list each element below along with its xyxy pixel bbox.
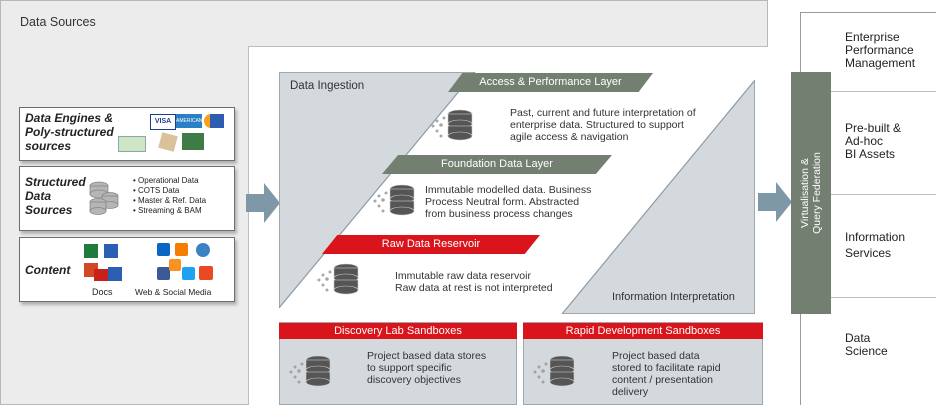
data-ingestion-title: Data Ingestion [290,80,365,92]
foundation-layer-banner: Foundation Data Layer [382,155,612,174]
data-engines-line-1: Data Engines & [25,111,114,125]
raw-reservoir-banner: Raw Data Reservoir [322,235,540,254]
consumer-line: Enterprise [845,30,900,44]
word-icon-2 [108,267,122,281]
access-performance-banner: Access & Performance Layer [448,73,653,92]
structured-line-3: Sources [25,203,73,217]
pdf-icon [94,269,108,281]
desc-line: discovery objectives [367,374,461,386]
bullet-item: • Streaming & BAM [133,206,202,215]
structured-line-1: Structured [25,175,86,189]
consumer-line: Management [845,56,916,70]
virtualisation-label: Virtualisation & Query Federation [799,152,823,234]
excel-icon [84,244,98,258]
desc-line: enterprise data. Structured to support [510,119,684,131]
bullet-item: • Master & Ref. Data [133,196,207,205]
consumer-line: Performance [845,43,914,57]
database-icon [317,263,359,295]
discovery-sandbox-desc: Project based data stores to support spe… [367,350,486,386]
data-sources-title: Data Sources [20,15,96,29]
consumer-line: Services [845,246,892,260]
desc-line: Process Neutral form. Abstracted [425,196,580,208]
twitter-icon [182,267,195,280]
desc-line: Immutable raw data reservoir [395,270,531,282]
structured-sources-box [19,166,235,231]
map-icon [118,136,146,152]
word-icon [104,244,118,258]
desc-line: to support specific [367,362,452,374]
credit-card-icon-amex: AMERICAN [176,114,202,128]
structured-line-2: Data [25,189,52,203]
credit-card-icon-visa: VISA [150,114,176,130]
consumer-information-services: Information Services [845,231,905,260]
desc-line: Immutable modelled data. Business [425,184,592,196]
credit-card-icon-blue [210,114,224,128]
rapid-sandbox-desc: Project based data stored to facilitate … [612,350,721,398]
consumer-line: Pre-built & [845,121,902,135]
linkedin-icon [157,243,170,256]
virtualisation-line: Virtualisation & [799,158,811,228]
arrow-right-icon [758,182,792,222]
blogger-icon [175,243,188,256]
virtualisation-bar [791,72,831,314]
rapid-sandbox-banner: Rapid Development Sandboxes [523,323,763,339]
desc-line: Raw data at rest is not interpreted [395,282,553,294]
stumbleupon-icon [199,266,213,280]
database-stack-icon [89,181,119,215]
structured-bullets: • Operational Data • COTS Data • Master … [133,176,206,216]
web-social-label: Web & Social Media [135,287,212,297]
consumer-line: Information [845,230,906,244]
data-engines-line-2: Poly-structured [25,125,114,139]
divider [800,91,936,92]
rapid-sandbox-label: Rapid Development Sandboxes [565,325,721,337]
desc-line: stored to facilitate rapid [612,362,721,374]
desc-line: Past, current and future interpretation … [510,107,696,119]
docs-label: Docs [92,287,113,297]
database-icon [533,355,575,387]
consumer-line: BI Assets [845,147,896,161]
data-engines-line-3: sources [25,139,72,153]
discovery-sandbox-label: Discovery Lab Sandboxes [334,325,462,337]
desc-line: Project based data stores [367,350,487,362]
consumer-data-science: Data Science [845,332,888,358]
desc-line: from business process changes [425,208,573,220]
consumer-line: Data [845,331,871,345]
foundation-layer-desc: Immutable modelled data. Business Proces… [425,184,591,220]
virtualisation-line: Query Federation [811,152,823,234]
bullet-item: • COTS Data [133,186,180,195]
discovery-sandbox-banner: Discovery Lab Sandboxes [279,323,517,339]
database-icon [431,109,473,141]
access-performance-desc: Past, current and future interpretation … [510,107,696,143]
foundation-layer-label: Foundation Data Layer [441,158,553,170]
data-engines-title: Data Engines & Poly-structured sources [25,111,114,153]
database-icon [289,355,331,387]
desc-line: Project based data [612,350,700,362]
consumer-bi-assets: Pre-built & Ad-hoc BI Assets [845,122,901,161]
desc-line: agile access & navigation [510,131,629,143]
access-performance-label: Access & Performance Layer [479,76,622,88]
desc-line: content / presentation [612,374,713,386]
raw-reservoir-desc: Immutable raw data reservoir Raw data at… [395,270,553,294]
arrow-right-icon [246,183,280,223]
structured-sources-title: Structured Data Sources [25,175,86,217]
globe-icon [196,243,210,257]
content-title: Content [25,263,71,277]
divider [800,194,936,195]
information-interpretation-label: Information Interpretation [612,291,735,303]
consumer-line: Science [845,344,888,358]
divider [800,297,936,298]
bullet-item: • Operational Data [133,176,199,185]
consumer-enterprise-performance: Enterprise Performance Management [845,31,915,70]
consumer-line: Ad-hoc [845,134,884,148]
raw-reservoir-label: Raw Data Reservoir [381,238,481,250]
desc-line: delivery [612,386,649,398]
rss-icon [169,259,181,271]
database-icon [373,184,415,216]
facebook-icon [157,267,170,280]
circuit-board-icon [182,133,204,150]
